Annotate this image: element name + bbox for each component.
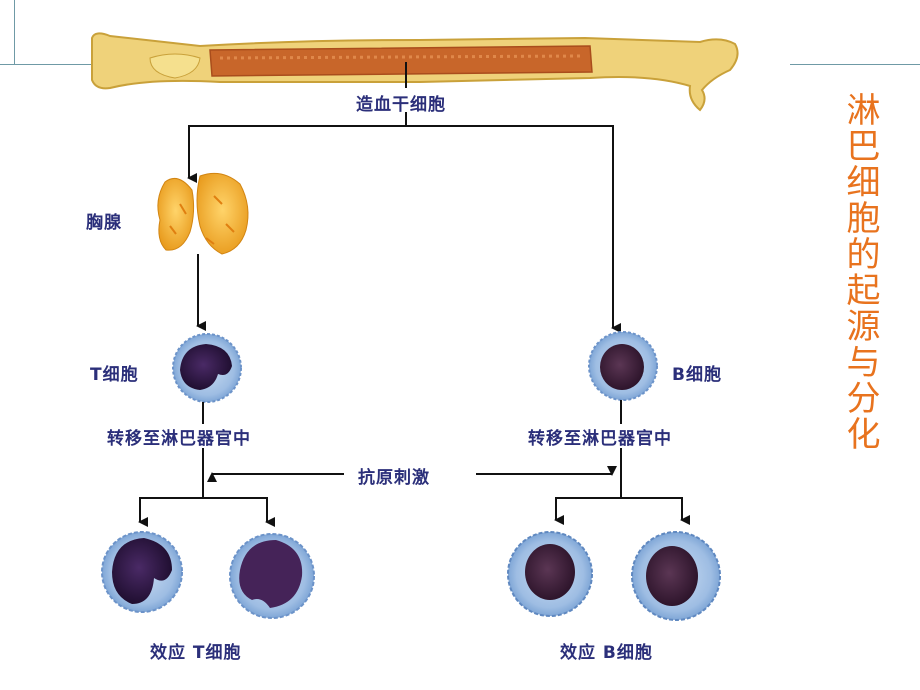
effector-b-cell-2 (631, 531, 721, 621)
t-cell-image (172, 333, 242, 403)
migrate-right-label: 转移至淋巴器官中 (528, 429, 672, 449)
t-cell-label: T细胞 (90, 365, 139, 385)
effector-b-cell-1 (507, 531, 593, 617)
effector-t-cell-1 (101, 531, 183, 613)
antigen-label: 抗原刺激 (358, 468, 430, 488)
b-cell-image (588, 331, 658, 401)
slide-title: 淋巴细胞的起源与分化 (840, 92, 880, 452)
bone-image (91, 32, 739, 112)
thymus-image (157, 172, 249, 255)
effector-t-cell-2 (229, 533, 315, 619)
split-line (188, 125, 621, 333)
effector-b-label: 效应 B细胞 (560, 643, 653, 663)
frame-left-box (0, 0, 15, 65)
thymus-label: 胸腺 (86, 213, 122, 233)
b-branch (555, 497, 683, 520)
effector-t-label: 效应 T细胞 (150, 643, 242, 663)
frame-top-left-line (0, 64, 92, 65)
stem-cell-label: 造血干细胞 (356, 95, 446, 115)
frame-top-right-line (790, 64, 920, 65)
t-branch (139, 497, 268, 522)
migrate-left-label: 转移至淋巴器官中 (107, 429, 251, 449)
b-cell-label: B细胞 (672, 365, 722, 385)
